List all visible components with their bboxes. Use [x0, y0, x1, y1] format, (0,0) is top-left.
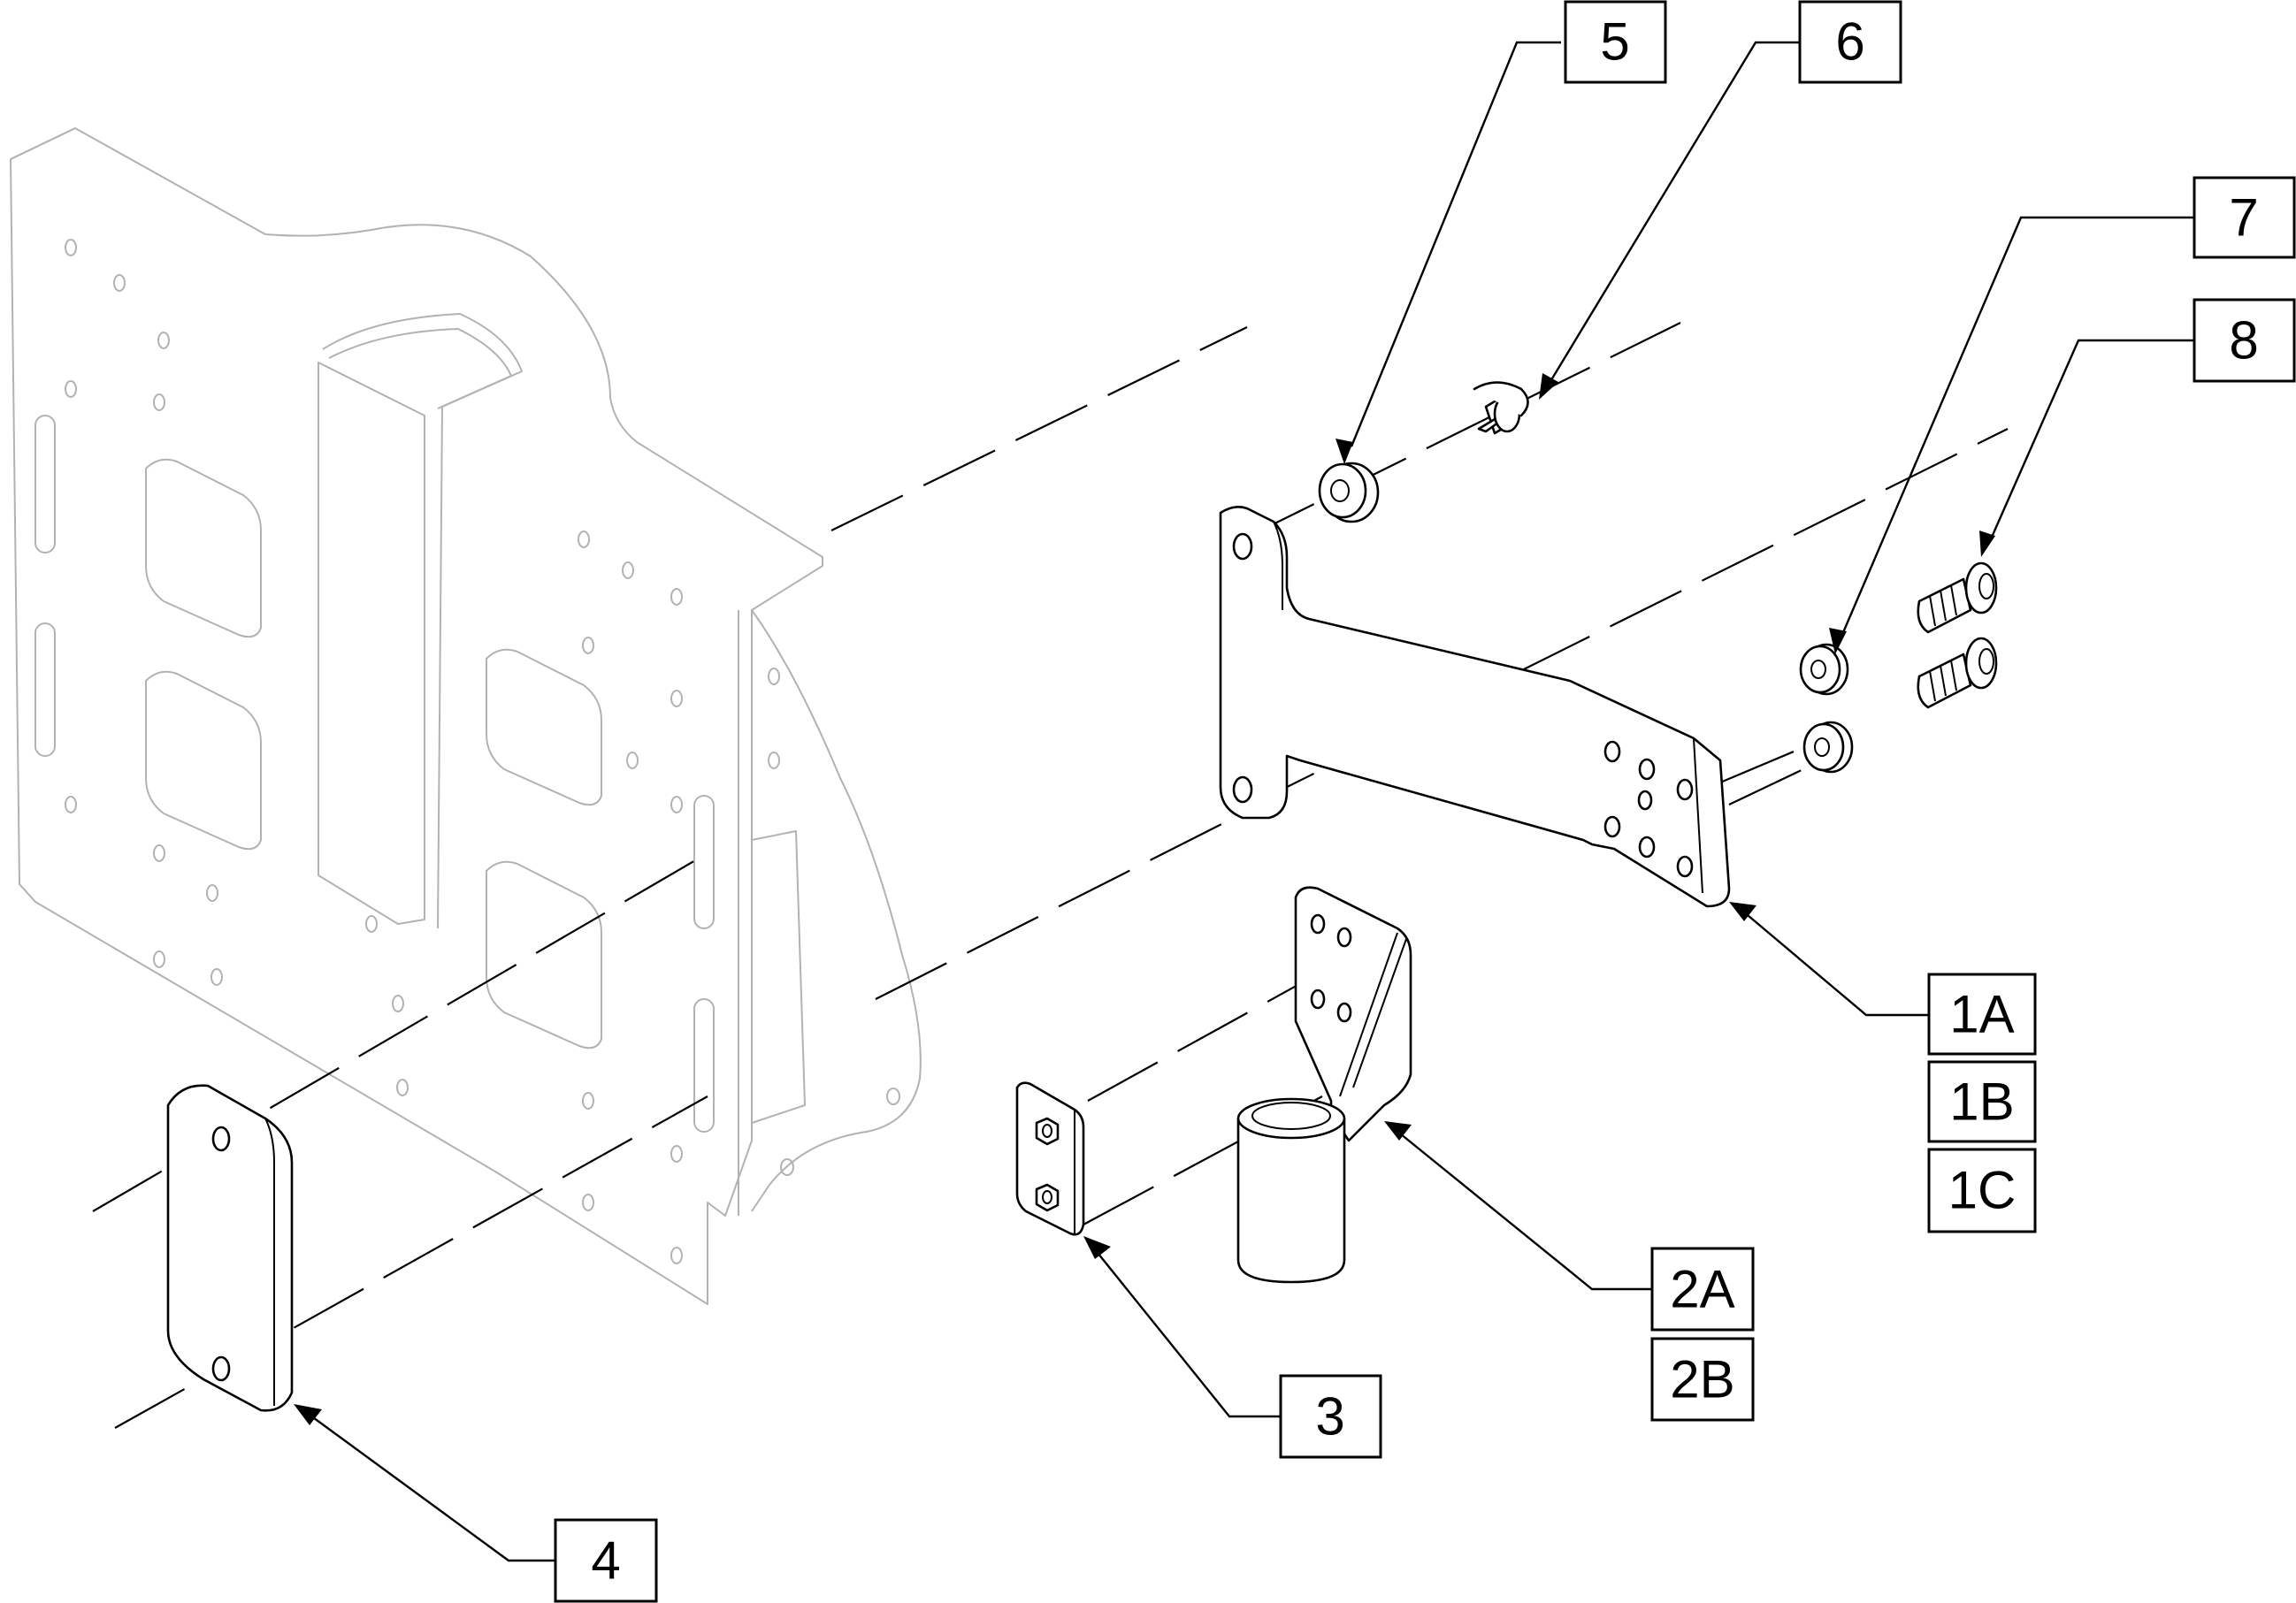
- callout-box-4: [554, 1518, 658, 1603]
- callout-box-2b: [1650, 1337, 1755, 1422]
- callout-box-2a: [1650, 1247, 1755, 1332]
- callout-5: 5: [1336, 0, 1667, 464]
- callout-box-3: [1279, 1374, 1382, 1459]
- part-label-2a: 2A: [1670, 1260, 1734, 1319]
- part-5-washer: [1318, 462, 1380, 523]
- part-7-washers: [1799, 643, 1854, 774]
- part-label-3: 3: [1315, 1387, 1344, 1447]
- part-1-bracket: [1219, 506, 1731, 908]
- callout-box-8: [2193, 298, 2296, 383]
- part-label-2b: 2B: [1670, 1350, 1734, 1409]
- part-label-1b: 1B: [1949, 1072, 2014, 1132]
- callout-box-7: [2193, 176, 2296, 259]
- part-label-1c: 1C: [1948, 1161, 2017, 1220]
- part-2-pivot-bracket: [1236, 886, 1412, 1284]
- callout-box-6: [1798, 0, 1902, 84]
- part-label-1a: 1A: [1949, 985, 2014, 1044]
- mounting-frame: [10, 127, 922, 1305]
- callout-7: 7: [1829, 176, 2296, 654]
- part-label-4: 4: [591, 1531, 620, 1591]
- part-4-spacer-plate: [166, 1084, 294, 1412]
- part-6-shoulder-bolt: [1473, 381, 1529, 435]
- callout-box-1c: [1927, 1148, 2037, 1233]
- part-8-screws: [1917, 561, 1998, 709]
- part-label-7: 7: [2229, 188, 2258, 248]
- callout-4: 4: [294, 1404, 658, 1603]
- part-label-5: 5: [1600, 12, 1629, 72]
- callout-box-5: [1564, 0, 1667, 84]
- callout-box-1a: [1927, 973, 2037, 1056]
- part-label-8: 8: [2229, 311, 2258, 370]
- callout-box-1b: [1927, 1060, 2037, 1143]
- callout-8: 8: [1979, 298, 2296, 557]
- part-label-6: 6: [1835, 12, 1864, 72]
- callout-1: 1A 1B 1C: [1729, 902, 2037, 1233]
- part-3-nut-plate: [1015, 1081, 1085, 1236]
- callout-6: 6: [1539, 0, 1902, 400]
- callout-3: 3: [1083, 1236, 1382, 1459]
- callout-2: 2A 2B: [1384, 1121, 1755, 1422]
